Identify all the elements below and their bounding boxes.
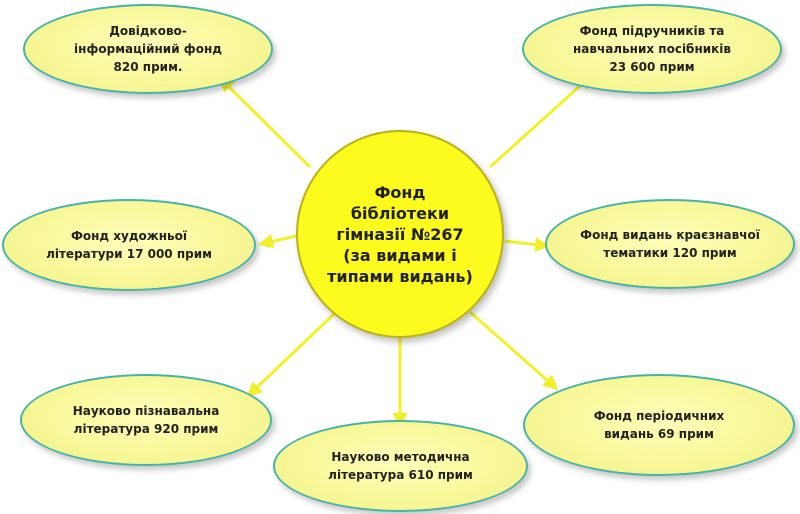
center-node-library-fund: Фонд бібліотеки гімназії №267 (за видами… [296, 130, 504, 338]
node-local-history-fund: Фонд видань краєзнавчої тематики 120 при… [545, 199, 795, 289]
arrow-to-local-history [504, 237, 550, 253]
arrow-to-textbooks [488, 73, 594, 169]
node-periodicals-fund: Фонд періодичних видань 69 прим [523, 374, 795, 476]
arrow-to-reference [218, 76, 312, 169]
node-popular-science-literature: Науково пізнавальна література 920 прим [20, 374, 272, 466]
node-fiction-fund: Фонд художньої літератури 17 000 прим [2, 199, 256, 291]
arrow-to-periodicals [469, 310, 559, 390]
arrow-to-popular-science [246, 310, 338, 398]
node-methodical-literature: Науково методична література 610 прим [273, 420, 528, 512]
node-reference-fund: Довідково- інформаційний фонд 820 прим. [23, 4, 273, 94]
node-textbooks-fund: Фонд підручників та навчальних посібникі… [522, 4, 782, 94]
arrow-to-fiction [258, 234, 297, 249]
